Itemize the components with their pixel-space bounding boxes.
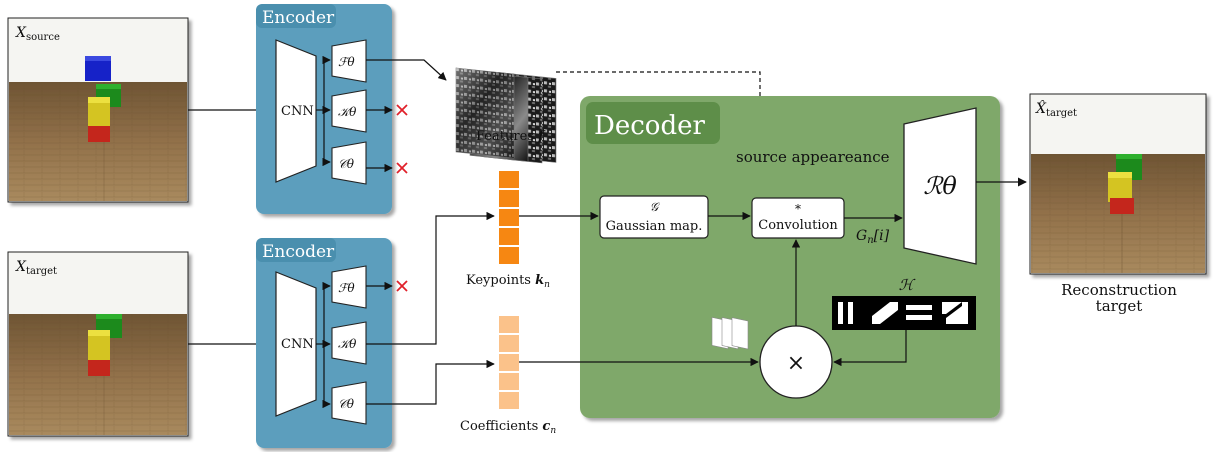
reconstruction-label: X̂target (1035, 99, 1077, 119)
arrow-to-keypoints (366, 211, 495, 345)
cross-icon (396, 280, 408, 292)
encoder-title: Encoder (262, 242, 335, 262)
keypoint-head (331, 321, 367, 365)
gn-label: Gn[i] (856, 228, 890, 246)
multiply-symbol: × (787, 351, 805, 376)
reconstruction-caption: Reconstruction (1061, 281, 1177, 299)
coefficient-head-label: 𝒞θ (338, 157, 355, 171)
cnn-label: CNN (281, 104, 314, 119)
gaussian-symbol: 𝒢 (650, 200, 661, 214)
coefficient-head-label: 𝒞θ (338, 397, 355, 411)
cnn-block (275, 271, 317, 417)
arrow-to-features (366, 59, 447, 81)
feature-head (331, 265, 367, 309)
features-label: Features f (476, 129, 546, 144)
coefficient-head (331, 141, 367, 185)
keypoint-head (331, 89, 367, 133)
cube-stack (1108, 154, 1142, 214)
target-image-label: Xtarget (15, 259, 57, 277)
arrow-to-coefficients (366, 359, 495, 405)
cnn-label: CNN (281, 337, 314, 352)
multiply-node: × (759, 325, 833, 399)
source-appearance-label: source appeareance (736, 148, 890, 166)
h-symbol: ℋ (899, 276, 916, 294)
cube-stack (88, 314, 122, 376)
renderer-label: ℛθ (923, 172, 957, 200)
feature-maps (455, 67, 557, 164)
convolution-label: Convolution (758, 218, 838, 233)
gaussian-heatmaps (711, 316, 749, 350)
reconstruction-caption-2: target (1096, 297, 1143, 315)
cnn-block (275, 39, 317, 183)
keypoint-head-label: 𝒦θ (338, 105, 357, 119)
coefficient-head (331, 381, 367, 425)
feature-head (331, 39, 367, 83)
coefficients-label: Coefficients cn (460, 419, 556, 436)
cross-icon (396, 104, 408, 116)
source-image: Xsource (7, 17, 189, 203)
gaussian-map-block: 𝒢 Gaussian map. (599, 195, 709, 239)
renderer-block: ℛθ (903, 107, 977, 265)
convolution-symbol: * (795, 202, 801, 216)
coefficient-vector (499, 316, 519, 409)
reconstruction-image: X̂target (1029, 93, 1207, 275)
keypoints-label: Keypoints kn (466, 273, 550, 290)
basis-kernels (832, 296, 976, 330)
feature-head-label: ℱθ (338, 281, 355, 295)
gaussian-label: Gaussian map. (606, 219, 703, 234)
encoder-top: Encoder CNN ℱθ 𝒦θ 𝒞θ (256, 4, 393, 214)
decoder: Decoder (580, 96, 1000, 418)
keypoint-vector (499, 171, 519, 264)
cube-stack (85, 56, 121, 142)
decoder-title: Decoder (594, 111, 705, 141)
source-image-label: Xsource (15, 25, 60, 43)
convolution-block: * Convolution (751, 197, 845, 239)
encoder-title: Encoder (262, 8, 335, 28)
encoder-bottom: Encoder CNN ℱθ 𝒦θ 𝒞θ (256, 238, 393, 448)
keypoint-head-label: 𝒦θ (338, 337, 357, 351)
arrow-h-to-multiply (833, 330, 907, 367)
feature-head-label: ℱθ (338, 55, 355, 69)
target-image: Xtarget (7, 251, 189, 437)
cross-icon (396, 162, 408, 174)
